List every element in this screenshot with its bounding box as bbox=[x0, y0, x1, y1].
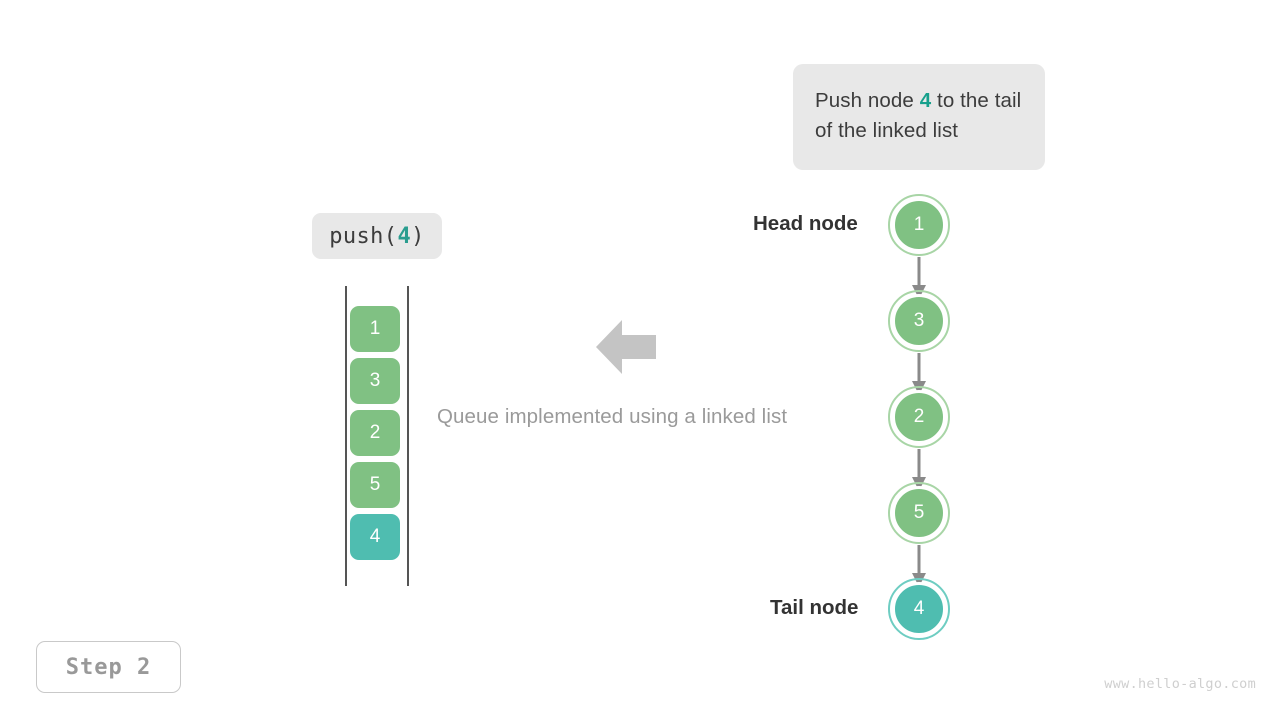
queue-cell: 2 bbox=[350, 410, 400, 456]
operation-argument: 4 bbox=[397, 223, 412, 249]
linked-list-node: 4 bbox=[892, 582, 946, 636]
linked-list-node-value: 2 bbox=[913, 406, 925, 427]
linked-list-node-value: 1 bbox=[913, 214, 925, 235]
stack-rail-right bbox=[407, 286, 409, 586]
linked-list-node-value: 4 bbox=[913, 598, 925, 619]
queue-cell-value: 3 bbox=[369, 370, 381, 391]
callout-text-after: to the tail of the linked list bbox=[815, 89, 1022, 142]
stack-rail-left bbox=[345, 286, 347, 586]
left-arrow-icon bbox=[596, 318, 656, 376]
queue-cell-value: 2 bbox=[369, 422, 381, 443]
linked-list-node: 2 bbox=[892, 390, 946, 444]
linked-list-node-value: 5 bbox=[913, 502, 925, 523]
queue-cell: 1 bbox=[350, 306, 400, 352]
queue-cell: 4 bbox=[350, 514, 400, 560]
linked-list-node-ring bbox=[888, 578, 950, 640]
callout-text-before: Push node bbox=[815, 89, 920, 112]
linked-list-node-ring bbox=[888, 290, 950, 352]
linked-list-node-ring bbox=[888, 194, 950, 256]
queue-cell-value: 4 bbox=[369, 526, 381, 547]
linked-list-node: 5 bbox=[892, 486, 946, 540]
head-node-label: Head node bbox=[753, 212, 858, 235]
linked-list-node: 3 bbox=[892, 294, 946, 348]
queue-cell-value: 1 bbox=[369, 318, 381, 339]
queue-cell: 3 bbox=[350, 358, 400, 404]
callout-box: Push node 4 to the tail of the linked li… bbox=[793, 64, 1045, 170]
operation-badge: push(4) bbox=[312, 213, 442, 259]
queue-cell: 5 bbox=[350, 462, 400, 508]
step-badge: Step 2 bbox=[36, 641, 181, 693]
linked-list-node-ring bbox=[888, 482, 950, 544]
operation-suffix: ) bbox=[411, 223, 425, 249]
queue-cell-value: 5 bbox=[369, 474, 381, 495]
linked-list-node-value: 3 bbox=[913, 310, 925, 331]
callout-highlight-value: 4 bbox=[919, 89, 932, 112]
tail-node-label: Tail node bbox=[770, 596, 859, 619]
linked-list-node: 1 bbox=[892, 198, 946, 252]
watermark: www.hello-algo.com bbox=[1104, 676, 1256, 692]
linked-list-node-ring bbox=[888, 386, 950, 448]
linked-list-diagram: 1 3 2 5 4 bbox=[820, 180, 1020, 650]
diagram-caption: Queue implemented using a linked list bbox=[437, 405, 788, 428]
queue-stack: 1 3 2 5 4 bbox=[345, 286, 409, 586]
operation-prefix: push( bbox=[329, 223, 398, 249]
